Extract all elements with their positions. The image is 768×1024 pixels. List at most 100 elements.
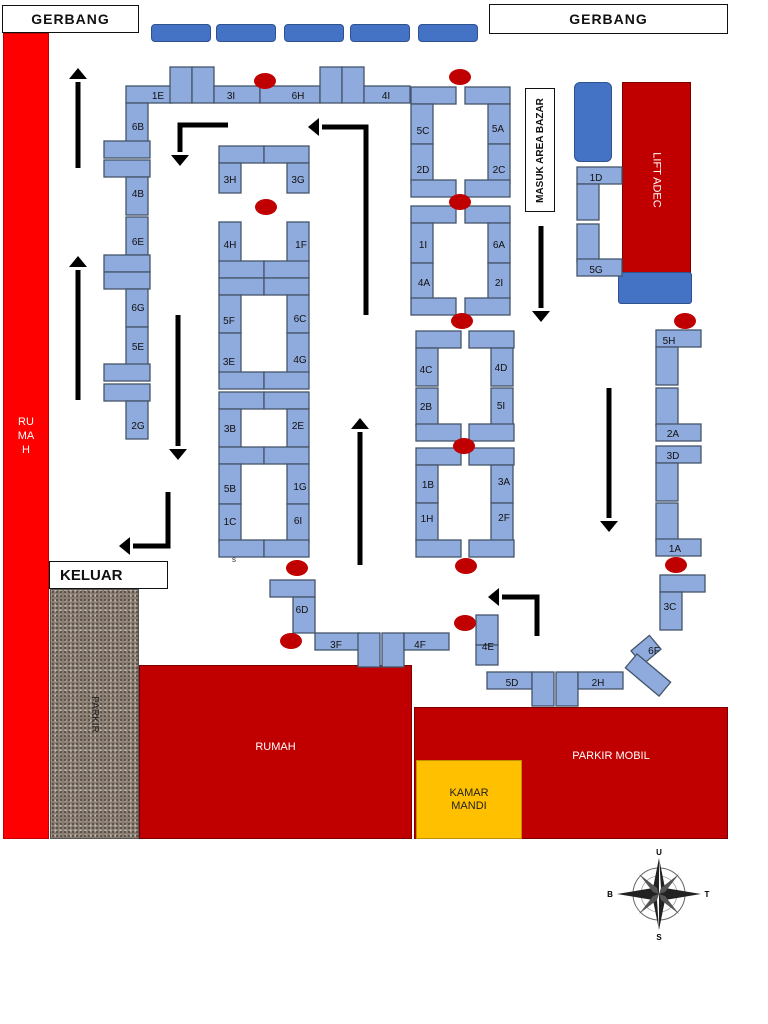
flow-arrow-head [119,537,130,555]
booth-segment [218,371,265,390]
booth-segment [655,538,702,557]
booth-label: 4B [132,189,145,200]
booth-segment [415,330,462,349]
booth-label: 4C [420,365,433,376]
flow-arrow-line [133,492,171,549]
booth-segment [655,346,679,386]
booth-segment [357,632,381,668]
booth-segment [263,277,310,296]
entrance-block [151,24,211,42]
booth-label: 5E [132,342,145,353]
booth-segment [125,85,173,104]
booth-segment [531,671,555,707]
entrance-block [350,24,410,42]
booth-segment [218,145,265,164]
booth-segment [218,391,265,410]
booth-segment [103,363,151,382]
arrow-layer [69,68,618,636]
booth-label: 4I [382,91,390,102]
booth-label: 5H [663,336,676,347]
booth-label: 4G [293,355,307,366]
booth-segment [191,66,215,104]
booth-label: 6C [294,314,307,325]
booth-label: 5I [497,401,505,412]
booth-label: 5B [224,484,237,495]
booth-label: 3D [667,451,680,462]
booth-label: 2B [420,402,433,413]
flow-arrow-head [171,155,189,166]
booth-segment [577,671,624,690]
booth-segment [475,644,499,666]
booth-label: 4D [495,363,508,374]
booth-segment [410,103,434,145]
booth-segment [363,85,411,104]
booth-marker [449,194,471,210]
flow-arrow-head [308,118,319,136]
booth-label: 1E [152,91,165,102]
booth-segment [319,66,343,104]
booth-label: 6E [132,237,145,248]
gate-label-right: GERBANG [489,4,728,34]
booth-segment [213,85,261,104]
booth-label: 6G [131,303,145,314]
compass-west: B [607,890,613,899]
booth-label: 1D [590,173,603,184]
booth-marker [454,615,476,631]
booth-segment [218,162,242,194]
booth-segment [468,447,515,466]
booth-segment [468,330,515,349]
booth-marker [453,438,475,454]
booth-segment-diagonal [624,653,672,697]
booth-label: 3H [224,175,237,186]
compass-rose: U S B T [607,848,709,942]
booth-label: 6I [294,516,302,527]
compass-north: U [656,848,662,857]
flow-arrow-line [177,122,228,152]
booth-segment [487,143,511,185]
booth-segment [410,297,457,316]
booth-marker [451,313,473,329]
booth-segment [468,539,515,558]
booth-segment [464,205,511,224]
booth-segment [103,271,151,290]
booth-segment [218,539,265,558]
bazaar-entrance-label: MASUK AREA BAZAR [525,88,555,212]
booth-segment [263,539,310,558]
booth-label: 2E [292,421,305,432]
booth-segment [576,223,600,263]
booth-segment [169,66,193,104]
booth-label: 5D [506,678,519,689]
booth-segment [292,596,316,634]
booth-label: 3C [664,602,677,613]
booth-label: 5A [492,124,505,135]
flow-arrow-line [502,594,540,636]
booth-label: 5F [223,316,235,327]
booth-segment [464,179,511,198]
bathroom: KAMAR MANDI [416,760,522,839]
booth-segment [410,179,457,198]
booth-segment [475,614,499,646]
flow-arrow-head [488,588,499,606]
booth-segment [263,260,310,279]
booth-label: 4A [418,278,431,289]
house-left: RU MA H [3,33,49,839]
booth-label: 1F [295,240,307,251]
booth-label: 1B [422,480,435,491]
booth-label: 3F [330,640,342,651]
lift-blue-base [618,272,692,304]
flow-arrow-line [322,124,369,315]
booth-label: 4E [482,642,495,653]
booth-label: 3G [291,175,305,186]
booth-marker [280,633,302,649]
booth-label: 1C [224,517,237,528]
booth-segment [263,391,310,410]
house-left-label: RU MA H [17,416,35,456]
bathroom-label: KAMAR MANDI [449,786,489,812]
flow-arrow-head [69,256,87,267]
booth-label: 6D [296,605,309,616]
booth-label: 2D [417,165,430,176]
booth-segment [576,258,623,277]
